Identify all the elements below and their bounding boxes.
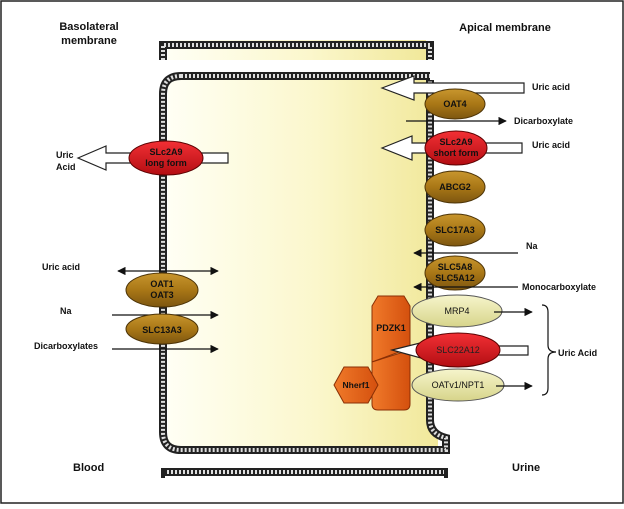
slc13a3: SLC13A3 [125,313,199,345]
slc17a3: SLC17A3 [424,213,486,247]
slc2a9-long-form: SLc2A9 long form [128,140,204,176]
dicarboxylates-label: Dicarboxylates [34,341,98,351]
slc2a9-long-line2: long form [145,158,187,168]
oat4-label: OAT4 [443,99,466,109]
mrp4-label: MRP4 [444,306,469,316]
oat4: OAT4 [424,88,486,120]
apical-label: Apical membrane [459,22,551,34]
oat3-label: OAT3 [150,290,173,300]
uric-acid-bracket-label: Uric Acid [558,348,597,358]
slc5a8-slc5a12: SLC5A8 SLC5A12 [424,255,486,291]
blood-label: Blood [73,462,104,474]
oat1-oat3: OAT1 OAT3 [125,272,199,308]
oatv1-npt1: OATv1/NPT1 [411,368,505,402]
pdzk1: PDZK1 [371,295,411,411]
uric-acid-label-basolateral: Uric acid [42,262,80,272]
na-label-basolateral: Na [60,306,72,316]
slc2a9-short-line1: SLc2A9 [439,137,472,147]
uric-acid-label-apical-1: Uric acid [532,82,570,92]
uric-acid-influx-arrow-oat4 [380,75,525,101]
urine-label: Urine [512,462,540,474]
uric-acid-label-apical-2: Uric acid [532,140,570,150]
basolateral-label-line1: Basolateral [59,21,118,33]
uric-acid-bracket [541,304,557,396]
nherf1-label: Nherf1 [343,380,370,390]
oat1-label: OAT1 [150,279,173,289]
slc2a9-short-line2: short form [434,148,479,158]
pdzk1-label: PDZK1 [376,323,406,333]
slc5a12-label: SLC5A12 [435,273,475,283]
basolateral-label-line2: membrane [61,35,117,47]
slc5a8-label: SLC5A8 [438,262,473,272]
slc17a3-label: SLC17A3 [435,225,475,235]
cytoplasm [168,78,438,448]
slc22a12: SLC22A12 [415,332,501,368]
slc2a9-long-line1: SLc2A9 [149,147,182,157]
slc2a9-short-form: SLc2A9 short form [424,130,488,166]
nherf1: Nherf1 [333,366,379,404]
na-label-apical: Na [526,241,538,251]
slc13a3-label: SLC13A3 [142,325,182,335]
slc22a12-label: SLC22A12 [436,345,480,355]
abcg2-label: ABCG2 [439,182,471,192]
uric-acid-out-label-line1: Uric [56,150,74,160]
abcg2: ABCG2 [424,170,486,204]
cell-membrane [159,41,450,478]
uric-acid-out-label-line2: Acid [56,162,76,172]
mrp4: MRP4 [411,294,503,328]
dicarboxylate-label: Dicarboxylate [514,116,573,126]
monocarboxylate-label: Monocarboxylate [522,282,596,292]
oatv1-label: OATv1/NPT1 [432,380,485,390]
